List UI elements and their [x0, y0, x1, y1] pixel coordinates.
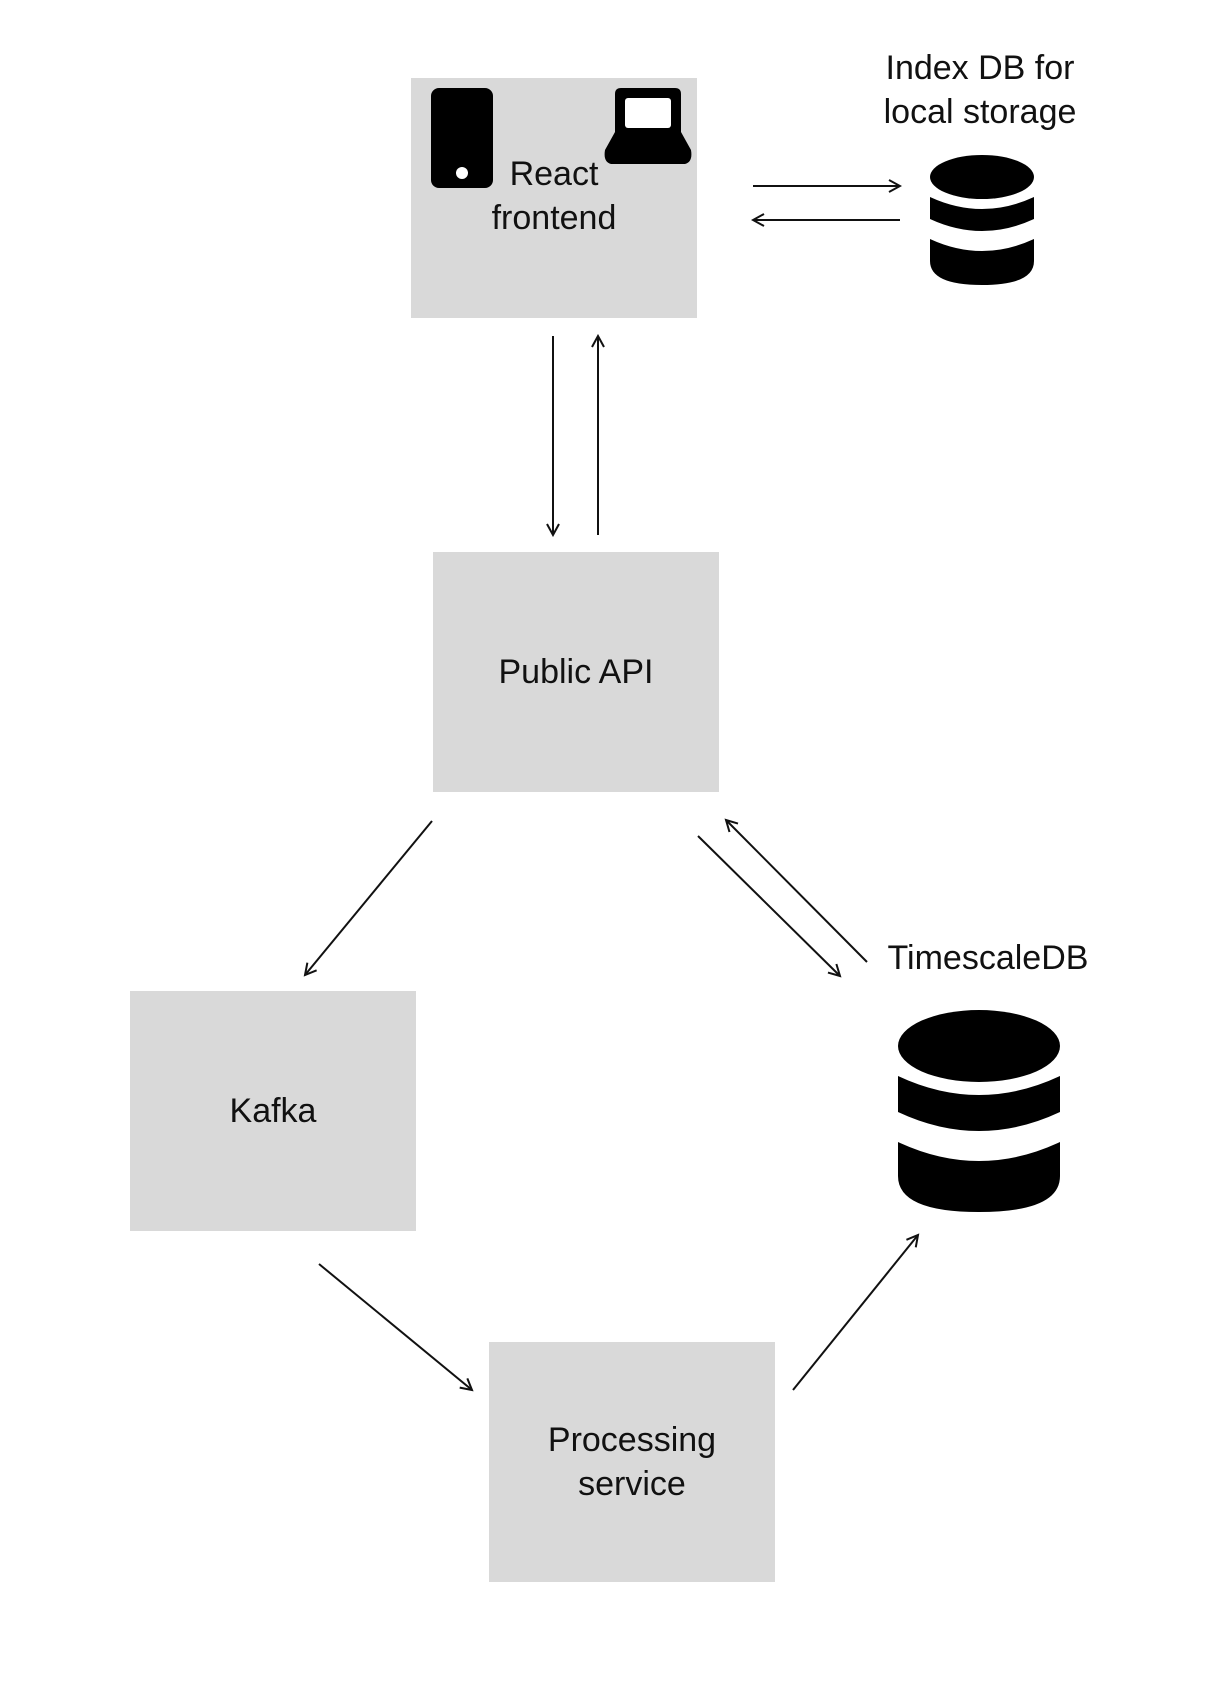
- laptop-icon: [604, 88, 692, 164]
- phone-icon: [431, 88, 493, 188]
- arrow-processing-to-timescaledb: [792, 1235, 918, 1391]
- database-icon: [898, 1010, 1060, 1212]
- arrow-api-to-timescaledb: [697, 835, 840, 976]
- index-db-label: Index DB for local storage: [883, 49, 1077, 131]
- kafka-node: Kafka: [130, 991, 416, 1231]
- public-api-node: Public API: [433, 552, 719, 792]
- arrow-timescaledb-to-api: [726, 820, 868, 963]
- arrow-kafka-to-processing: [318, 1263, 472, 1390]
- react-frontend-label: React frontend: [491, 155, 617, 237]
- processing-service-node: Processing service: [489, 1342, 775, 1582]
- kafka-label: Kafka: [229, 1092, 317, 1130]
- timescaledb-label: TimescaleDB: [887, 939, 1089, 977]
- public-api-label: Public API: [498, 653, 654, 691]
- database-icon: [930, 155, 1034, 285]
- arrow-api-to-kafka: [305, 820, 433, 975]
- processing-service-label: Processing service: [547, 1421, 717, 1503]
